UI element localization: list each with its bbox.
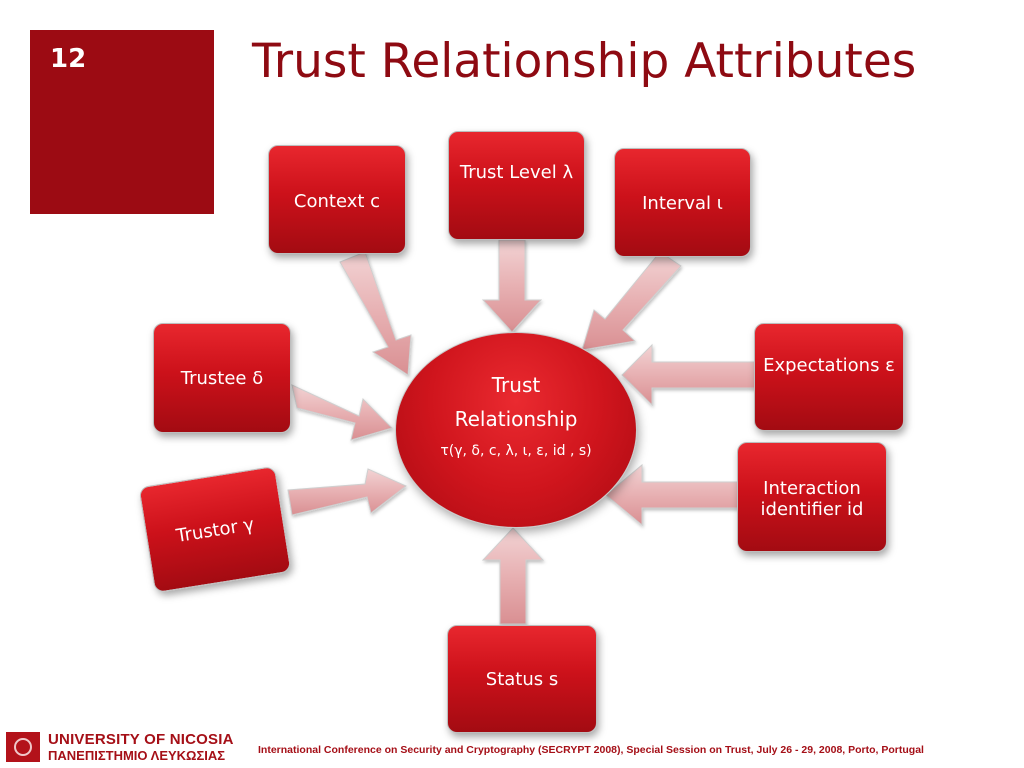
logo-text-english: UNIVERSITY OF NICOSIA (48, 731, 234, 748)
university-logo: UNIVERSITY OF NICOSIA ΠΑΝΕΠΙΣΤΗΜΙΟ ΛΕΥΚΩ… (4, 728, 256, 766)
node-trustee: Trustee δ (153, 323, 291, 433)
center-line-1: Trust (491, 373, 541, 397)
node-status-label: Status s (485, 669, 559, 690)
node-expectations: Expectations ε (754, 323, 904, 431)
node-trustee-label: Trustee δ (180, 368, 264, 389)
university-emblem-icon (6, 732, 40, 762)
node-status: Status s (447, 625, 597, 733)
arrow-context (339, 251, 412, 376)
arrow-status (481, 527, 545, 625)
node-trust-level: Trust Level λ (448, 131, 585, 240)
node-trustor: Trustor γ (138, 465, 292, 594)
arrow-expectations (621, 343, 756, 407)
center-formula: τ(γ, δ, c, λ, ι, ε, id , s) (440, 443, 592, 459)
arrow-trust-level (481, 239, 543, 333)
node-interaction-line2: identifier id (760, 499, 864, 520)
slide-title: Trust Relationship Attributes (252, 34, 917, 89)
node-interaction-identifier: Interaction identifier id (737, 442, 887, 552)
arrow-trustee (291, 384, 393, 441)
node-expectations-label: Expectations ε (763, 355, 895, 376)
node-interaction-line1: Interaction (763, 478, 861, 499)
node-context-label: Context c (293, 191, 381, 212)
footer-conference-text: International Conference on Security and… (258, 744, 924, 756)
center-trust-relationship: Trust Relationship τ(γ, δ, c, λ, ι, ε, i… (395, 332, 637, 528)
node-context: Context c (268, 145, 406, 254)
node-interval: Interval ι (614, 148, 751, 257)
arrow-interaction (605, 463, 739, 527)
node-interval-label: Interval ι (642, 193, 723, 214)
arrow-interval (581, 251, 682, 351)
center-line-2: Relationship (454, 407, 578, 431)
logo-text-greek: ΠΑΝΕΠΙΣΤΗΜΙΟ ΛΕΥΚΩΣΙΑΣ (48, 748, 226, 763)
slide-number: 12 (50, 44, 87, 74)
node-trust-level-label: Trust Level λ (459, 162, 574, 183)
slide-number-box: 12 (30, 30, 214, 214)
arrow-trustor (287, 468, 407, 516)
